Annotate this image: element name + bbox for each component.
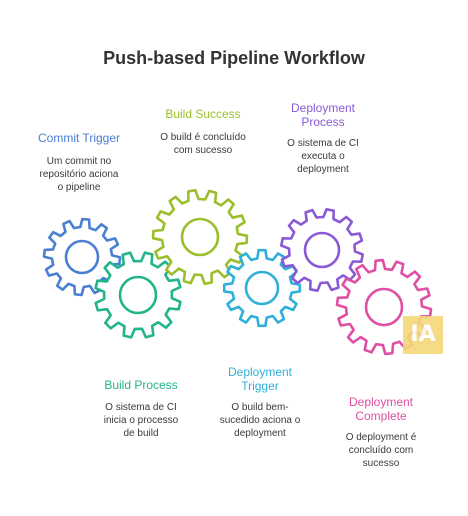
build-process-description: O sistema de CI inicia o processo de bui…: [86, 401, 196, 440]
commit-trigger-gear-icon: [42, 217, 122, 297]
deployment-complete-label-line: Deployment: [348, 395, 414, 409]
deployment-process-desc-line: O sistema de CI: [287, 138, 359, 149]
build-success-desc-line: O build é concluído: [160, 132, 246, 143]
diagram-title: Push-based Pipeline Workflow: [103, 48, 365, 68]
commit-trigger-desc-line: o pipeline: [57, 182, 101, 193]
deployment-process-gear-icon: [280, 208, 364, 292]
deployment-trigger-desc-line: deployment: [234, 428, 286, 439]
deployment-process-label: Deployment Process: [268, 101, 378, 129]
watermark-logo: IA: [403, 316, 443, 354]
build-process-gear-icon: [94, 251, 182, 339]
build-success-label: Build Success: [165, 107, 241, 121]
deployment-complete-label: Deployment Complete: [326, 395, 436, 423]
build-process-desc-line: inicia o processo: [103, 415, 179, 426]
deployment-trigger-desc-line: sucedido aciona o: [219, 415, 301, 426]
deployment-complete-desc-line: sucesso: [362, 458, 400, 469]
deployment-process-desc-line: deployment: [297, 164, 349, 175]
deployment-complete-desc-line: concluído com: [348, 445, 414, 456]
build-process-label: Build Process: [104, 378, 178, 392]
deployment-trigger-description: O build bem- sucedido aciona o deploymen…: [205, 401, 315, 440]
build-success-description: O build é concluído com sucesso: [143, 131, 263, 157]
deployment-trigger-label-line: Trigger: [241, 379, 279, 393]
deployment-trigger-label: Deployment Trigger: [205, 365, 315, 393]
commit-trigger-desc-line: Um commit no: [46, 156, 112, 167]
deployment-trigger-desc-line: O build bem-: [231, 402, 289, 413]
build-process-desc-line: de build: [123, 428, 159, 439]
deployment-trigger-gear-icon: [222, 248, 302, 328]
commit-trigger-label: Commit Trigger: [37, 131, 120, 145]
deployment-complete-desc-line: O deployment é: [345, 432, 417, 443]
deployment-complete-description: O deployment é concluído com sucesso: [326, 431, 436, 470]
build-process-desc-line: O sistema de CI: [105, 402, 177, 413]
build-success-desc-line: com sucesso: [173, 145, 233, 156]
deployment-process-description: O sistema de CI executa o deployment: [268, 137, 378, 176]
deployment-process-label-line: Deployment: [290, 101, 356, 115]
deployment-process-label-line: Process: [301, 115, 345, 129]
commit-trigger-desc-line: repositório aciona: [39, 169, 119, 180]
deployment-complete-label-line: Complete: [355, 409, 407, 423]
commit-trigger-description: Um commit no repositório aciona o pipeli…: [24, 155, 134, 194]
deployment-process-desc-line: executa o: [301, 151, 345, 162]
build-success-gear-icon: [151, 188, 249, 286]
deployment-trigger-label-line: Deployment: [227, 365, 293, 379]
